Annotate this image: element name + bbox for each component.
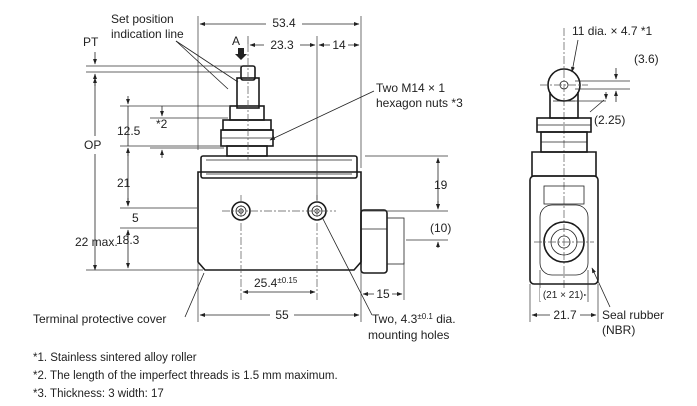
side-connector [360, 209, 388, 274]
label-set-position: Set position [111, 12, 174, 26]
view-a-arrow [235, 48, 247, 60]
dim-3-6: (3.6) [634, 52, 659, 66]
body-outline [197, 171, 362, 271]
label-terminal-cover: Terminal protective cover [33, 312, 166, 326]
label-op: OP [84, 138, 101, 152]
note-2: *2. The length of the imperfect threads … [33, 370, 338, 382]
dim-star2: *2 [156, 117, 168, 131]
dim-21: 21 [117, 176, 131, 190]
dim-14: 14 [332, 38, 346, 52]
label-nbr: (NBR) [602, 323, 635, 337]
label-indication-line: indication line [111, 27, 184, 41]
dim-5: 5 [132, 211, 139, 225]
label-roller-dia: 11 dia. × 4.7 *1 [572, 24, 653, 38]
label-mounting-holes-1: Two, 4.3±0.1 dia. [372, 312, 456, 326]
dim-21x21: (21 × 21) [543, 290, 583, 301]
dim-18-3: 18.3 [116, 233, 140, 247]
label-mounting-holes-2: mounting holes [368, 328, 449, 342]
dim-10: (10) [430, 221, 451, 235]
dim-53-4: 53.4 [272, 16, 296, 30]
note-3: *3. Thickness: 3 width: 17 [33, 388, 164, 400]
hex-nut-upper [222, 119, 272, 131]
note-1: *1. Stainless sintered alloy roller [33, 352, 197, 364]
dim-2-25: (2.25) [594, 113, 625, 127]
dim-23-3: 23.3 [270, 38, 294, 52]
label-hex-nuts-2: hexagon nuts *3 [376, 96, 463, 110]
dim-25-4: 25.4±0.15 [254, 276, 298, 290]
dim-12-5: 12.5 [117, 124, 141, 138]
footnotes: *1. Stainless sintered alloy roller *2. … [33, 352, 338, 400]
dim-55: 55 [275, 308, 289, 322]
side-dimensions: 11 dia. × 4.7 *1 (3.6) (2.25) (21 × 21) … [529, 24, 664, 337]
dim-19: 19 [434, 178, 448, 192]
front-dimensions: 53.4 23.3 14 Set position indication lin… [33, 12, 463, 342]
label-seal-rubber: Seal rubber [602, 308, 664, 322]
threaded-bushing [229, 105, 265, 121]
dim-15: 15 [376, 287, 390, 301]
dim-21-7: 21.7 [553, 308, 577, 322]
dim-22max: 22 max. [75, 235, 118, 249]
side-view [529, 28, 599, 300]
side-body [529, 175, 599, 285]
head-band [200, 155, 358, 179]
front-view [197, 44, 405, 300]
label-view-a: A [232, 34, 240, 48]
label-hex-nuts-1: Two M14 × 1 [376, 81, 445, 95]
label-pt: PT [83, 35, 99, 49]
